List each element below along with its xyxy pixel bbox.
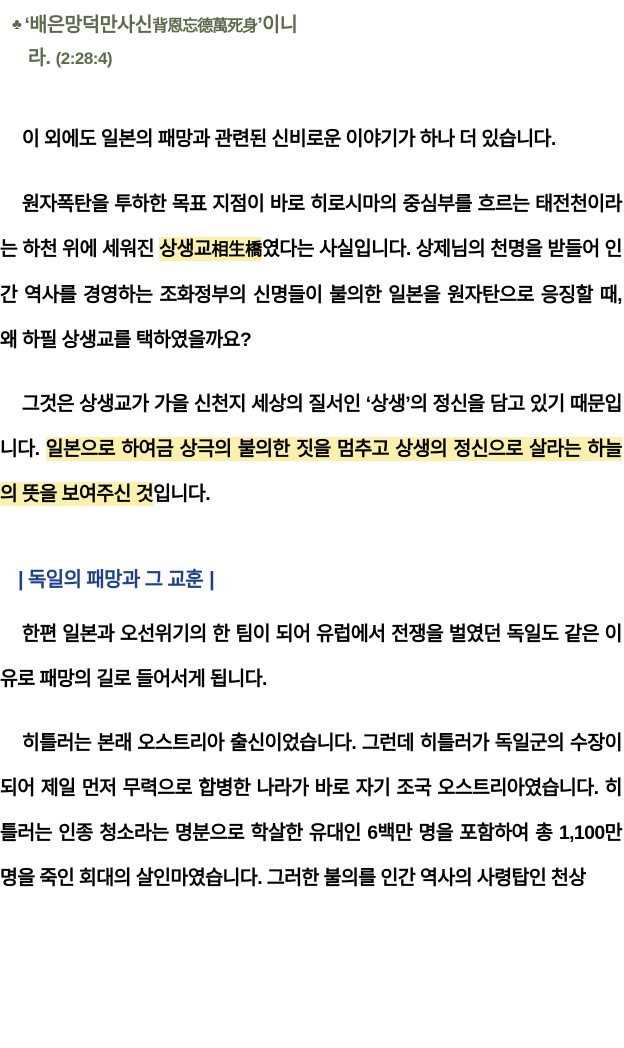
paragraph-4-text: 한편 일본과 오선위기의 한 팀이 되어 유럽에서 전쟁을 벌였던 독일도 같은… <box>0 622 623 690</box>
scripture-reference: (2:28:4) <box>55 49 113 68</box>
section-heading-text: 독일의 패망과 그 교훈 <box>28 569 204 591</box>
heading-bar-right: | <box>209 569 215 591</box>
quote-korean-closing: ’이니 <box>257 14 298 36</box>
section-heading-germany: |독일의 패망과 그 교훈| <box>0 563 624 592</box>
paragraph-2-text-a: 원자폭탄을 투하한 목표 지점이 바로 히로시마의 중심부를 흐르는 태전천이라… <box>0 192 623 260</box>
paragraph-3: 그것은 상생교가 가을 신천지 세상의 질서인 ‘상생’의 정신을 담고 있기 … <box>0 382 624 517</box>
paragraph-5-text: 히틀러는 본래 오스트리아 출신이었습니다. 그런데 히틀러가 독일군의 수장이… <box>0 732 623 889</box>
quote-hanja: 背恩忘德萬死身 <box>152 16 258 35</box>
paragraph-3-text-b: 입니다. <box>153 483 211 505</box>
highlight-sangsaenggyo-korean: 상생교 <box>159 237 212 260</box>
highlight-sangsaeng-spirit: 일본으로 하여금 상극의 불의한 짓을 멈추고 상생의 정신으로 살라는 하늘의… <box>0 437 623 506</box>
paragraph-3-text-a: 그것은 상생교가 가을 신천지 세상의 질서인 ‘상생’의 정신을 담고 있기 … <box>0 393 623 460</box>
paragraph-5: 히틀러는 본래 오스트리아 출신이었습니다. 그런데 히틀러가 독일군의 수장이… <box>0 721 624 901</box>
clover-icon: ♣ <box>12 16 22 33</box>
heading-bar-left: | <box>18 569 24 591</box>
paragraph-2: 원자폭탄을 투하한 목표 지점이 바로 히로시마의 중심부를 흐르는 태전천이라… <box>0 182 624 363</box>
quote-ending-word: 라. <box>28 47 51 69</box>
paragraph-2-text-b: 였다는 사실입니다. 상제님의 천명을 받들어 인간 역사를 경영하는 조화정부… <box>0 237 623 351</box>
paragraph-1-text: 이 외에도 일본의 패망과 관련된 신비로운 이야기가 하나 더 있습니다. <box>22 128 556 150</box>
quote-korean-opening: ‘배은망덕만사신 <box>24 14 153 36</box>
paragraph-1: 이 외에도 일본의 패망과 관련된 신비로운 이야기가 하나 더 있습니다. <box>0 117 624 162</box>
highlight-sangsaenggyo: 상생교相生橋 <box>159 236 263 261</box>
quote-line-second: 라. (2:28:4) <box>0 42 624 75</box>
scripture-quote-block: ♣‘배은망덕만사신背恩忘德萬死身’이니 라. (2:28:4) <box>0 0 624 75</box>
quote-line-first: ♣‘배은망덕만사신背恩忘德萬死身’이니 <box>0 9 624 42</box>
highlight-sangsaenggyo-hanja: 相生橋 <box>211 239 263 260</box>
paragraph-4: 한편 일본과 오선위기의 한 팀이 되어 유럽에서 전쟁을 벌였던 독일도 같은… <box>0 612 624 702</box>
body-text-area: 이 외에도 일본의 패망과 관련된 신비로운 이야기가 하나 더 있습니다. 원… <box>0 117 624 901</box>
